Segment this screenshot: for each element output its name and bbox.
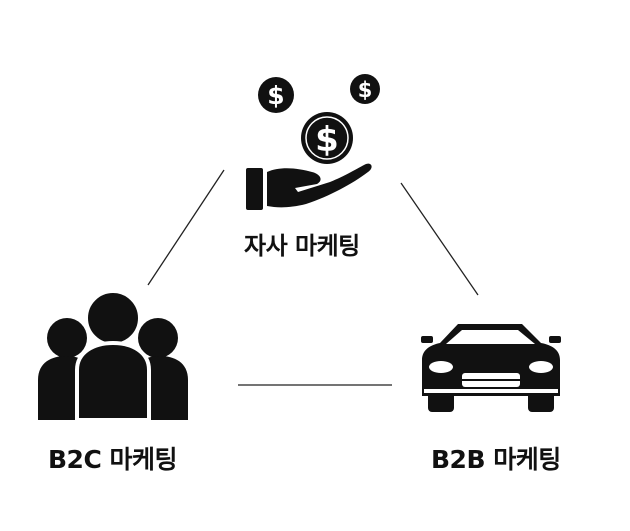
connector-top-left: [147, 169, 225, 286]
svg-text:$: $: [267, 81, 284, 110]
hand-icon: [246, 163, 372, 210]
car-icon: [421, 324, 561, 412]
svg-text:$: $: [358, 78, 373, 102]
coin-icon: $: [350, 74, 380, 104]
people-group-icon: [38, 289, 188, 422]
label-own-marketing: 자사 마케팅: [244, 232, 360, 260]
svg-text:$: $: [315, 120, 339, 160]
coin-icon: $: [258, 77, 294, 113]
connector-top-right: [400, 182, 479, 296]
label-b2c-marketing: B2C 마케팅: [48, 445, 178, 474]
label-b2b-marketing: B2B 마케팅: [431, 445, 561, 474]
coin-icon: $: [301, 112, 353, 164]
